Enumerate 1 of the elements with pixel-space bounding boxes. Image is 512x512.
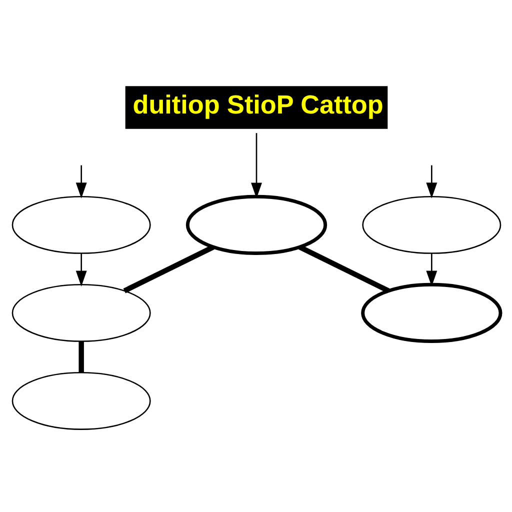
diagram-title: duitiop StioP Cattop xyxy=(132,90,383,120)
